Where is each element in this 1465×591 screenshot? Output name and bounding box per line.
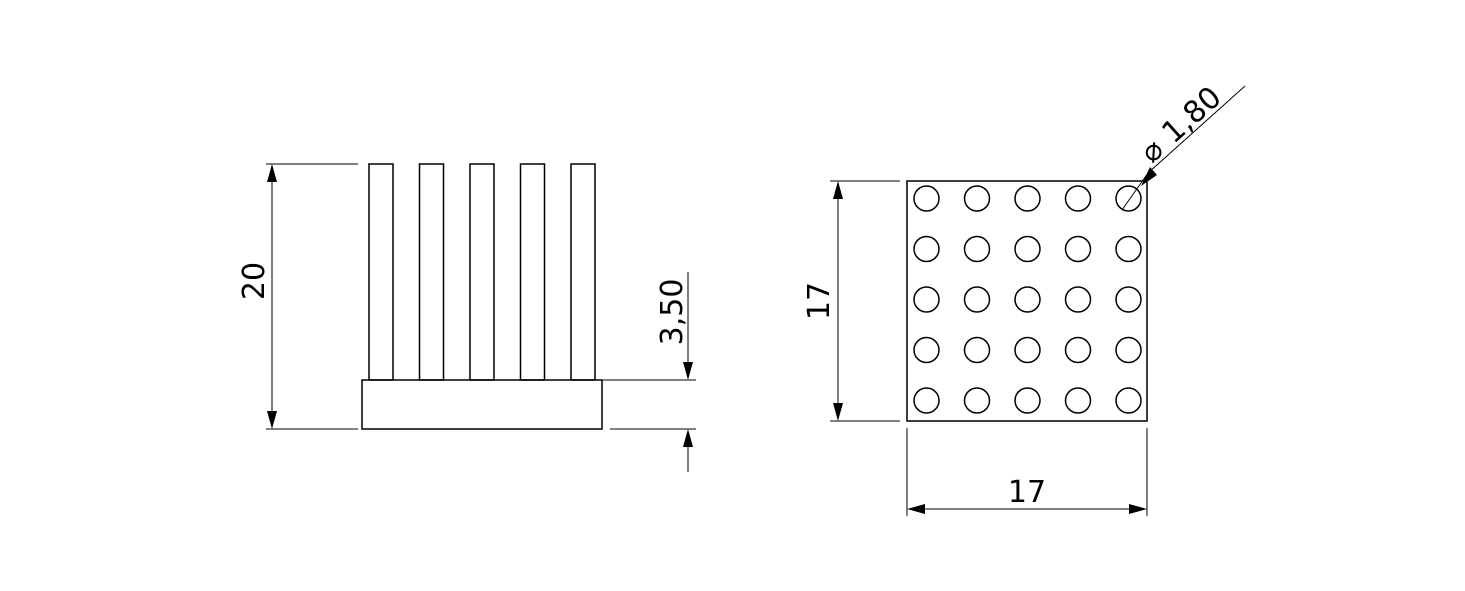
dim-pin-diameter: ⌀ 1,80	[1121, 80, 1246, 211]
side-pin	[418, 163, 445, 381]
dim-top-width-17: 17	[906, 428, 1148, 516]
top-pin	[913, 387, 940, 414]
side-pin	[570, 163, 596, 381]
dim-height-label: 20	[237, 262, 272, 300]
dim-base-thickness: 3,50	[602, 272, 696, 472]
side-pins	[368, 163, 596, 381]
diameter-symbol: ⌀	[1134, 132, 1171, 170]
top-pin	[1014, 185, 1041, 212]
side-pin	[469, 163, 495, 381]
top-pin	[963, 185, 991, 212]
top-pin	[1064, 185, 1092, 212]
top-pin	[1115, 185, 1142, 212]
dim-top-width-label: 17	[1008, 475, 1046, 510]
top-pin	[1014, 286, 1041, 313]
top-view: 17 17 ⌀ 1,80	[802, 80, 1246, 516]
dim-pin-diameter-label: 1,80	[1155, 80, 1228, 151]
top-pin	[963, 336, 991, 364]
top-pin	[1014, 235, 1041, 263]
top-pin	[1064, 235, 1092, 263]
dim-top-height-label: 17	[802, 282, 837, 320]
top-pin	[1064, 336, 1092, 364]
top-pin	[913, 286, 940, 313]
top-pin	[1115, 235, 1142, 263]
heatsink-top-outline	[906, 180, 1148, 422]
side-view: 20 3,50	[237, 163, 696, 472]
top-pin	[1115, 286, 1142, 313]
side-pin	[368, 163, 394, 381]
dim-top-height-17: 17	[802, 180, 900, 422]
top-pin	[963, 387, 991, 414]
side-pin	[519, 163, 546, 381]
top-pin	[1014, 387, 1041, 414]
top-pin	[963, 286, 991, 313]
heatsink-base	[361, 379, 603, 430]
top-pin	[1115, 387, 1142, 414]
top-pin	[913, 235, 940, 263]
top-pin	[913, 185, 940, 212]
top-pin	[1064, 387, 1092, 414]
top-pin-grid	[913, 185, 1142, 414]
top-pin	[963, 235, 991, 263]
top-pin	[1115, 336, 1142, 364]
top-pin	[1064, 286, 1092, 313]
dim-base-thickness-label: 3,50	[655, 279, 690, 346]
dim-height-20: 20	[237, 163, 358, 430]
top-pin	[1014, 336, 1041, 364]
top-pin	[913, 336, 940, 364]
